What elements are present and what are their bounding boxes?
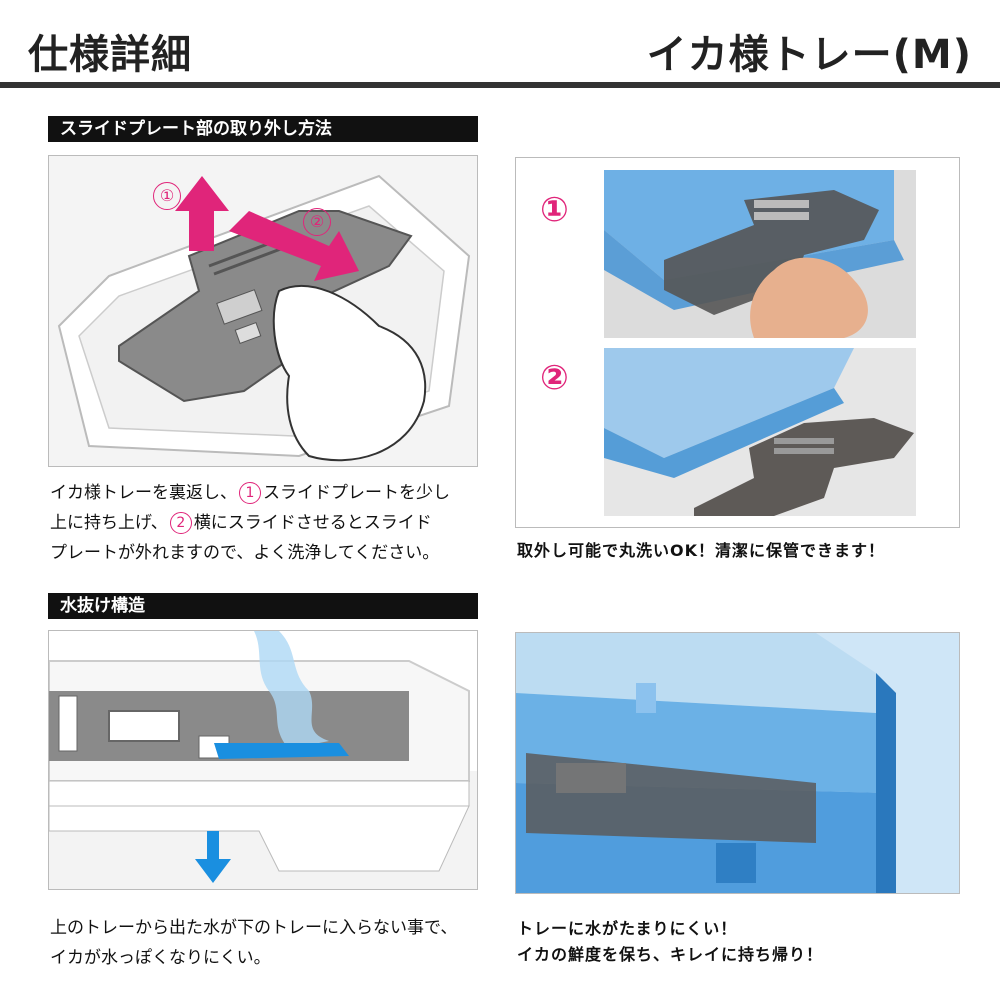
caption-line-3: プレートが外れますので、よく洗浄してください。 [50, 543, 440, 563]
water-collect-caption-line-2: イカの鮮度を保ち、キレイに持ち帰り！ [517, 945, 824, 964]
water-flow-channel [214, 743, 349, 759]
drainage-caption-line-1: 上のトレーから出た水が下のトレーに入らない事で、 [50, 918, 458, 938]
photo-plate-removed [604, 348, 916, 516]
drainage-caption-line-2: イカが水っぽくなりにくい。 [50, 948, 271, 968]
hand-shape [272, 285, 427, 462]
removable-plate-photos: ① ② [515, 157, 960, 528]
step1-inline-marker: 1 [239, 482, 261, 504]
photo-plate-lift [604, 170, 916, 338]
section-bar-label: スライドプレート部の取り外し方法 [60, 119, 332, 139]
photo-step1-marker: ① [540, 190, 569, 230]
step2-inline-marker: 2 [169, 512, 192, 534]
photo-step2-marker: ② [540, 358, 569, 398]
slide-arrow [229, 211, 359, 281]
drain-arrow [195, 831, 231, 883]
slide-plate-illustration: ① ② [48, 155, 478, 467]
stacked-trays-photo [515, 632, 960, 894]
water-collect-caption: トレーに水がたまりにくい！ イカの鮮度を保ち、キレイに持ち帰り！ [517, 916, 987, 968]
section-bar-drainage: 水抜け構造 [48, 593, 478, 619]
section-bar-label: 水抜け構造 [60, 596, 145, 616]
product-title: イカ様トレー(M) [646, 32, 972, 78]
drainage-drawing [49, 631, 477, 883]
lift-arrow [175, 176, 229, 251]
section-bar-slide-plate: スライドプレート部の取り外し方法 [48, 116, 478, 142]
slide-plate-drawing [57, 174, 471, 462]
drainage-caption: 上のトレーから出た水が下のトレーに入らない事で、 イカが水っぽくなりにくい。 [50, 913, 520, 973]
spec-details-title: 仕様詳細 [28, 32, 192, 78]
drainage-illustration [48, 630, 478, 890]
step2-marker: ② [303, 208, 331, 236]
water-collect-caption-line-1: トレーに水がたまりにくい！ [517, 919, 738, 938]
water-flow-top [254, 631, 329, 749]
removable-caption: 取外し可能で丸洗いOK！清潔に保管できます！ [517, 541, 886, 560]
step1-marker: ① [153, 182, 181, 210]
header-divider [0, 82, 1000, 88]
